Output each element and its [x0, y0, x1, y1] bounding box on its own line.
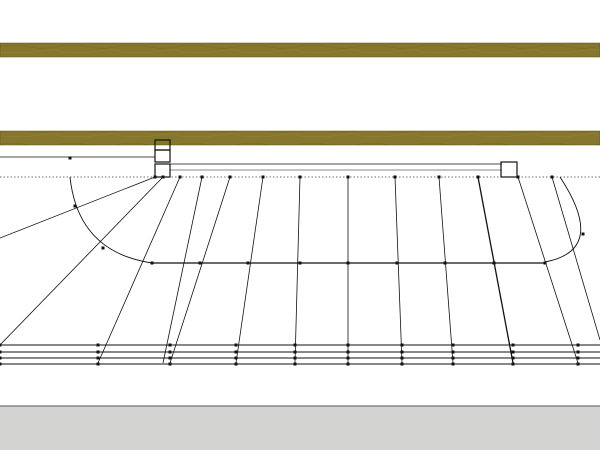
node-marker [234, 343, 238, 347]
node-marker [246, 261, 250, 265]
node-marker [451, 356, 455, 360]
node-marker [543, 261, 547, 265]
fan-spoke [477, 176, 514, 364]
node-marker [511, 350, 515, 354]
node-marker [393, 175, 397, 179]
node-marker [516, 175, 520, 179]
node-marker [96, 356, 100, 360]
node-marker [96, 350, 100, 354]
node-marker [395, 261, 399, 265]
fan-spoke [517, 176, 579, 364]
node-marker [168, 362, 172, 366]
node-marker [101, 246, 105, 250]
fan-spoke [169, 176, 231, 364]
node-marker [234, 350, 238, 354]
node-marker [576, 343, 580, 347]
fan-spoke [235, 176, 264, 364]
node-marker [0, 350, 2, 354]
node-marker [437, 175, 441, 179]
left-curve [69, 176, 153, 264]
fan-spoke [97, 176, 181, 364]
node-marker [293, 350, 297, 354]
node-marker [293, 362, 297, 366]
fan-spoke [394, 176, 403, 364]
node-marker [293, 343, 297, 347]
node-marker [298, 175, 302, 179]
node-marker [161, 175, 165, 179]
node-marker [576, 350, 580, 354]
node-marker [492, 261, 496, 265]
node-marker [400, 350, 404, 354]
node-markers [0, 156, 585, 366]
node-marker [261, 175, 265, 179]
node-marker [400, 356, 404, 360]
node-marker [200, 175, 204, 179]
node-marker [443, 261, 447, 265]
node-marker [68, 156, 72, 160]
node-marker [178, 175, 182, 179]
fan-spoke [162, 176, 203, 364]
node-marker [168, 343, 172, 347]
node-marker [0, 343, 2, 347]
node-marker [346, 356, 350, 360]
node-marker [346, 343, 350, 347]
node-marker [511, 362, 515, 366]
node-marker [576, 356, 580, 360]
node-marker [400, 343, 404, 347]
node-marker [234, 362, 238, 366]
center-post [154, 139, 171, 178]
node-marker [168, 350, 172, 354]
node-marker [511, 356, 515, 360]
node-marker [451, 362, 455, 366]
node-marker [298, 261, 302, 265]
node-marker [73, 204, 77, 208]
right-post-box [500, 161, 518, 178]
floor-band [0, 406, 600, 450]
node-marker [581, 232, 585, 236]
node-marker [346, 362, 350, 366]
node-marker [346, 261, 350, 265]
fan-spokes [0, 176, 600, 364]
node-marker [346, 175, 350, 179]
node-marker [511, 343, 515, 347]
node-marker [451, 343, 455, 347]
fan-spoke [294, 176, 301, 364]
node-marker [476, 175, 480, 179]
node-marker [198, 261, 202, 265]
node-marker [346, 350, 350, 354]
node-marker [168, 356, 172, 360]
fan-spoke [438, 176, 454, 364]
right-curve [544, 176, 582, 263]
node-marker [234, 356, 238, 360]
node-marker [0, 362, 2, 366]
node-marker [576, 362, 580, 366]
fan-spoke [0, 176, 156, 239]
lower-wood-beam [0, 130, 600, 146]
fan-spoke [551, 176, 600, 341]
node-marker [0, 356, 2, 360]
fan-spoke [0, 176, 164, 346]
node-marker [228, 175, 232, 179]
node-marker [550, 175, 554, 179]
upper-wood-beam [0, 42, 600, 58]
node-marker [150, 261, 154, 265]
node-marker [451, 350, 455, 354]
node-marker [96, 362, 100, 366]
bottom-rails [0, 344, 600, 365]
node-marker [153, 175, 157, 179]
node-marker [96, 343, 100, 347]
node-marker [400, 362, 404, 366]
node-marker [293, 356, 297, 360]
